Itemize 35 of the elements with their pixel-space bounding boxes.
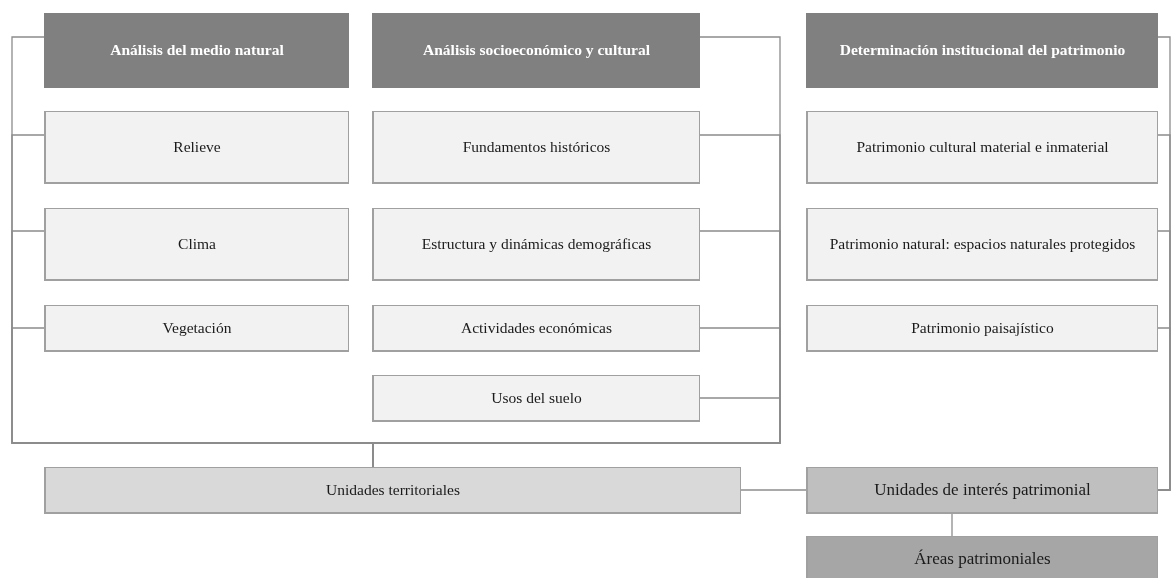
process-box (372, 208, 700, 281)
process-box (44, 305, 349, 352)
box-label: Patrimonio paisajístico (911, 318, 1054, 339)
process-box (44, 467, 741, 514)
box-label: Vegetación (162, 318, 232, 339)
process-box (806, 111, 1158, 184)
process-box (806, 467, 1158, 514)
box-label: Análisis socioeconómico y cultural (423, 40, 650, 61)
process-box (44, 111, 349, 184)
header-box (806, 13, 1158, 88)
process-box (372, 375, 700, 422)
box-label: Análisis del medio natural (110, 40, 284, 61)
process-box (806, 305, 1158, 352)
box-label: Clima (178, 234, 216, 255)
connector-line (1157, 327, 1171, 491)
box-label: Actividades económicas (460, 318, 613, 339)
connector-line (951, 513, 953, 537)
process-box (372, 111, 700, 184)
header-box (44, 13, 349, 88)
box-label: Unidades de interés patrimonial (874, 479, 1091, 502)
box-label: Unidades territoriales (326, 480, 460, 501)
box-label: Patrimonio natural: espacios naturales protegidos (829, 234, 1136, 255)
box-label: Áreas patrimoniales (914, 547, 1051, 570)
box-label: Estructura y dinámicas demográficas (421, 234, 652, 255)
box-label: Relieve (173, 137, 221, 158)
box-label: Fundamentos históricos (462, 137, 611, 158)
box-label: Patrimonio cultural material e inmaterial (856, 137, 1109, 158)
process-box (372, 305, 700, 352)
box-label: Usos del suelo (491, 388, 582, 409)
process-box (806, 208, 1158, 281)
connector-line (740, 489, 807, 491)
box-label: Determinación institucional del patrimonio (839, 40, 1126, 61)
header-box (372, 13, 700, 88)
process-box (806, 536, 1158, 578)
process-box (44, 208, 349, 281)
